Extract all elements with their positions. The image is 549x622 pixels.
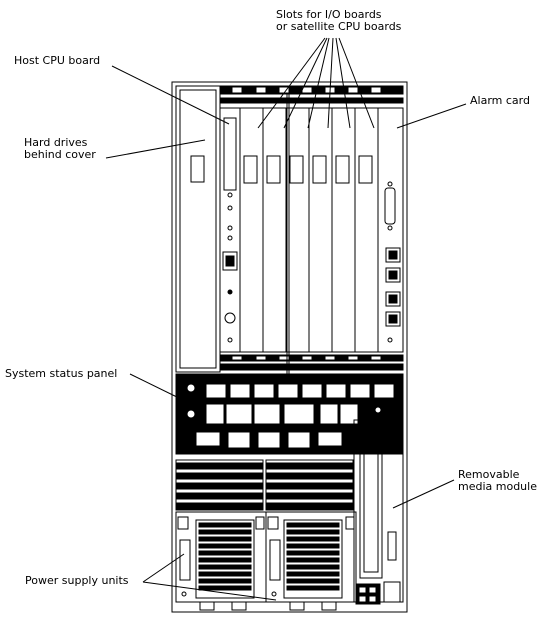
leader-hard-drives — [105, 139, 206, 159]
card-cage — [175, 85, 404, 374]
label-io-slots: Slots for I/O boards or satellite CPU bo… — [276, 8, 402, 33]
leader-status-panel — [129, 373, 184, 401]
label-status-panel: System status panel — [5, 367, 118, 380]
system-status-panel — [175, 373, 404, 455]
label-host-cpu: Host CPU board — [14, 54, 101, 67]
leader-removable-media — [392, 479, 455, 509]
chassis-outline — [171, 81, 408, 613]
label-removable-media: Removable media module — [458, 468, 537, 493]
hard-drive-cover — [179, 89, 217, 369]
fan-grilles — [175, 459, 354, 511]
leader-alarm-card — [396, 103, 467, 129]
leader-power-supply-2 — [142, 581, 277, 601]
leader-host-cpu — [111, 65, 230, 125]
leader-io-slot-5 — [335, 37, 351, 129]
leader-io-slot-3 — [307, 37, 330, 129]
label-alarm-card: Alarm card — [470, 94, 530, 107]
leader-io-slot-1 — [257, 37, 326, 129]
label-hard-drives: Hard drives behind cover — [24, 136, 96, 161]
host-cpu-board — [219, 107, 241, 353]
leader-io-slot-2 — [283, 37, 328, 129]
power-supply-units — [175, 511, 357, 611]
label-power-supply: Power supply units — [25, 574, 129, 587]
leader-power-supply-1 — [142, 553, 185, 583]
leader-io-slot-4 — [327, 37, 334, 129]
leader-io-slot-6 — [338, 37, 375, 129]
removable-media-module — [353, 419, 404, 605]
alarm-card — [377, 107, 404, 353]
leader-lines — [105, 37, 467, 601]
io-slots — [231, 86, 382, 374]
